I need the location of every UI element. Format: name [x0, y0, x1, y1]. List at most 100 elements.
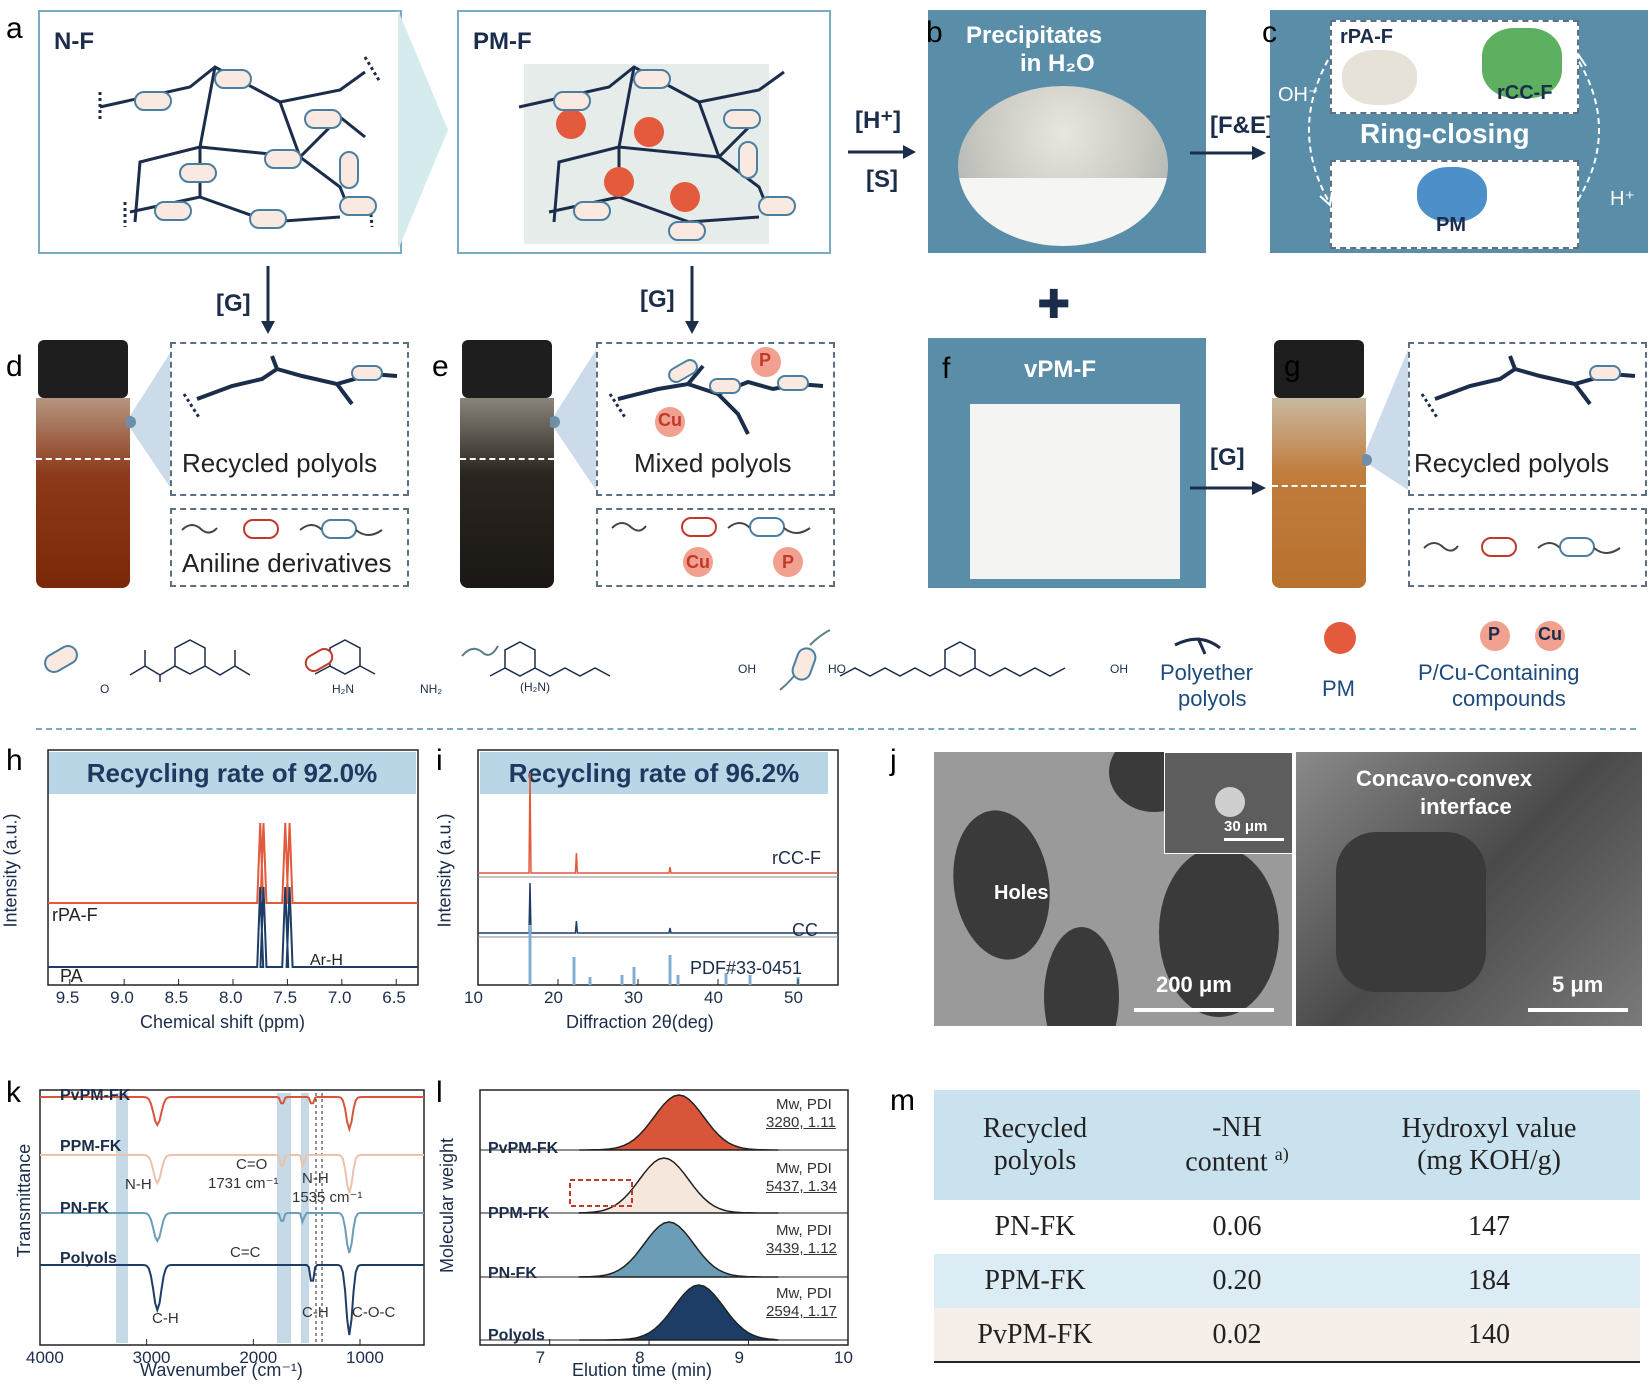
pdf-bar — [676, 975, 680, 985]
gpc-mw-header: Mw, PDI — [776, 1222, 832, 1239]
c-ring-closing: Ring-closing — [1360, 118, 1530, 149]
l-tick-label: 7 — [535, 1348, 546, 1367]
ppm-fk-spectrum — [40, 1154, 424, 1194]
k-nh1: N-H — [125, 1176, 152, 1193]
e-polyol-chain — [608, 347, 824, 437]
gpc-mw-header: Mw, PDI — [776, 1096, 832, 1113]
d-upper-box: Recycled polyols — [170, 342, 409, 496]
k-coc: C-O-C — [352, 1304, 396, 1321]
panel-label-c: c — [1262, 16, 1277, 49]
h-tick-label: 7.5 — [273, 988, 298, 1007]
flask-image — [958, 86, 1168, 246]
arrow-label-g1: [G] — [216, 290, 251, 317]
rcc-f-pattern — [478, 772, 838, 874]
g-recycled-polyols: Recycled polyols — [1414, 448, 1610, 478]
panel-label-l: l — [436, 1076, 443, 1109]
e-lower-box: Cu P — [596, 508, 835, 587]
b-title-2: in H₂O — [1020, 50, 1095, 77]
gpc-curve-2 — [578, 1221, 779, 1278]
arrow-label-g2: [G] — [640, 286, 675, 313]
legend-pcu-1: P/Cu-Containing — [1418, 660, 1580, 685]
d-zoom-cone — [126, 350, 172, 490]
gpc-curve-0 — [579, 1094, 779, 1151]
k-nh2: N-H — [302, 1170, 329, 1187]
b-title-1: Precipitates — [966, 22, 1103, 49]
gpc-curve-1 — [578, 1157, 779, 1214]
pdf-bar — [572, 957, 576, 985]
h-tick-label: 8.0 — [219, 988, 243, 1007]
h-tick-label: 6.5 — [382, 988, 406, 1007]
pdf-bar — [620, 975, 624, 985]
precipitates-panel: b Precipitates in H₂O — [926, 10, 1206, 253]
k-label-pn: PN-FK — [60, 1200, 109, 1217]
sem-inset — [1164, 752, 1292, 854]
h-label-arh: Ar-H — [310, 952, 343, 969]
rpa-f-spectrum — [48, 822, 418, 904]
arrow-to-c — [1190, 146, 1266, 160]
pmf-title: PM-F — [473, 28, 532, 55]
rcc-powder — [1482, 28, 1562, 98]
gpc-chart — [479, 1089, 849, 1346]
k-ylabel: Transmittance — [14, 1143, 35, 1258]
k-ch2: C-H — [302, 1304, 329, 1321]
k-x-ticks — [39, 1339, 361, 1345]
i-banner: Recycling rate of 96.2% — [480, 752, 828, 794]
pn-fk-spectrum — [40, 1212, 424, 1254]
arrow-to-d — [261, 266, 275, 334]
gpc-curves — [480, 1094, 848, 1341]
sem-scale-5: 5 μm — [1552, 972, 1604, 997]
pmf-network-box: PM-F — [457, 10, 831, 254]
panel-label-h: h — [6, 744, 23, 777]
g-lower-box — [1408, 508, 1647, 587]
f-title: vPM-F — [1024, 356, 1096, 383]
nf-network-box: N-F — [38, 10, 402, 254]
k-label-polyols: Polyols — [60, 1250, 117, 1267]
g-upper-box: Recycled polyols — [1408, 342, 1647, 496]
ring-closing-panel: c rPA-F rCC-F Ring-closing PM OH⁻ H⁺ — [1262, 10, 1648, 253]
pdf-bar — [724, 973, 728, 985]
k-label-pvpm: PvPM-FK — [60, 1087, 131, 1104]
sem-cc-1: Concavo-convex — [1356, 766, 1533, 791]
nf-network-diagram — [98, 56, 382, 229]
h-tick-label: 9.0 — [110, 988, 134, 1007]
k-tick-label: 2000 — [239, 1348, 278, 1367]
pmf-network-diagram — [518, 65, 796, 241]
h-label-pa: PA — [60, 966, 83, 986]
arrow-to-e — [685, 266, 699, 334]
pa-spectrum — [48, 886, 418, 968]
h-xlabel: Chemical shift (ppm) — [140, 1012, 306, 1032]
pdf-bar — [632, 967, 636, 985]
g-zoom-cone — [1362, 350, 1408, 490]
h-ylabel: Intensity (a.u.) — [0, 813, 21, 928]
cell-nh: 0.02 — [1212, 1318, 1262, 1350]
c-cycle-arrows — [1308, 52, 1600, 207]
h-label-rpa: rPA-F — [52, 905, 98, 925]
sem-cc-2: interface — [1420, 794, 1512, 819]
vial-g — [1272, 340, 1366, 590]
vial-e — [460, 340, 554, 590]
i-x-ticks — [477, 979, 799, 985]
cell-oh: 184 — [1468, 1265, 1510, 1296]
polyols-spectrum — [40, 1264, 424, 1336]
cell-nh: 0.20 — [1212, 1265, 1262, 1296]
l-tick-label: 10 — [834, 1348, 853, 1367]
gpc-mw-header: Mw, PDI — [776, 1160, 832, 1177]
vpmf-foam-image — [970, 404, 1180, 579]
arrow-label-fe: [F&E] — [1210, 112, 1274, 139]
panel-label-k: k — [6, 1076, 21, 1109]
k-co2: 1731 cm⁻¹ — [208, 1175, 279, 1192]
legend-s2-h2n: H₂N — [332, 682, 354, 696]
pdf-bar — [588, 977, 592, 985]
legend-s4-oh: OH — [1110, 662, 1128, 676]
h-tick-label: 9.5 — [55, 988, 80, 1007]
i-label-cc: CC — [792, 920, 818, 940]
l-ylabel: Molecular weight — [437, 1137, 458, 1274]
legend-s4-ho: HO — [828, 662, 846, 676]
c-h-label: H⁺ — [1610, 188, 1635, 210]
l-tick-label: 9 — [734, 1348, 744, 1367]
k-tick-label: 4000 — [26, 1348, 64, 1367]
legend-s1-o1: O — [100, 682, 110, 696]
c-pm-label: PM — [1436, 214, 1466, 236]
gpc-series-label: PvPM-FK — [488, 1140, 559, 1157]
